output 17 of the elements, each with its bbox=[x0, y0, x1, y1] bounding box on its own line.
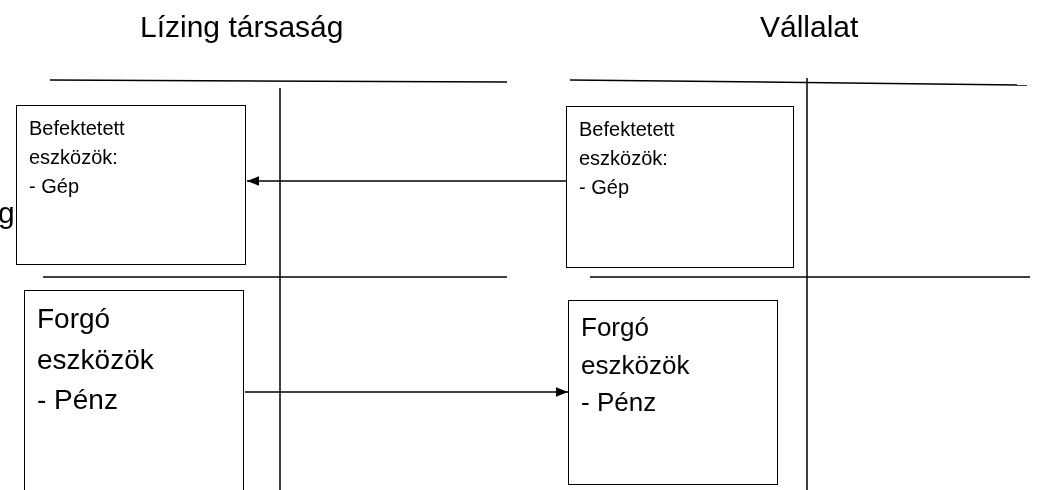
arrow bbox=[244, 387, 569, 397]
account-box bbox=[24, 290, 244, 490]
account-box bbox=[16, 105, 246, 265]
arrow bbox=[246, 176, 567, 186]
box-text: - Gép bbox=[579, 175, 631, 200]
account-title: Lízing társaság bbox=[140, 10, 344, 44]
box-text: Forgó eszközök bbox=[581, 311, 691, 382]
box-text: Befektetett eszközök: bbox=[579, 117, 676, 171]
account-box bbox=[568, 300, 778, 485]
account-title: Vállalat bbox=[760, 10, 859, 44]
box-text: Forgó eszközök bbox=[37, 302, 155, 377]
box-text: - Pénz bbox=[37, 383, 119, 418]
text-fragment: g bbox=[0, 196, 15, 230]
box-text: - Gép bbox=[29, 174, 81, 199]
box-text: Befektetett eszközök: bbox=[29, 116, 126, 170]
account-box bbox=[566, 106, 794, 268]
box-text: - Pénz bbox=[581, 386, 658, 420]
